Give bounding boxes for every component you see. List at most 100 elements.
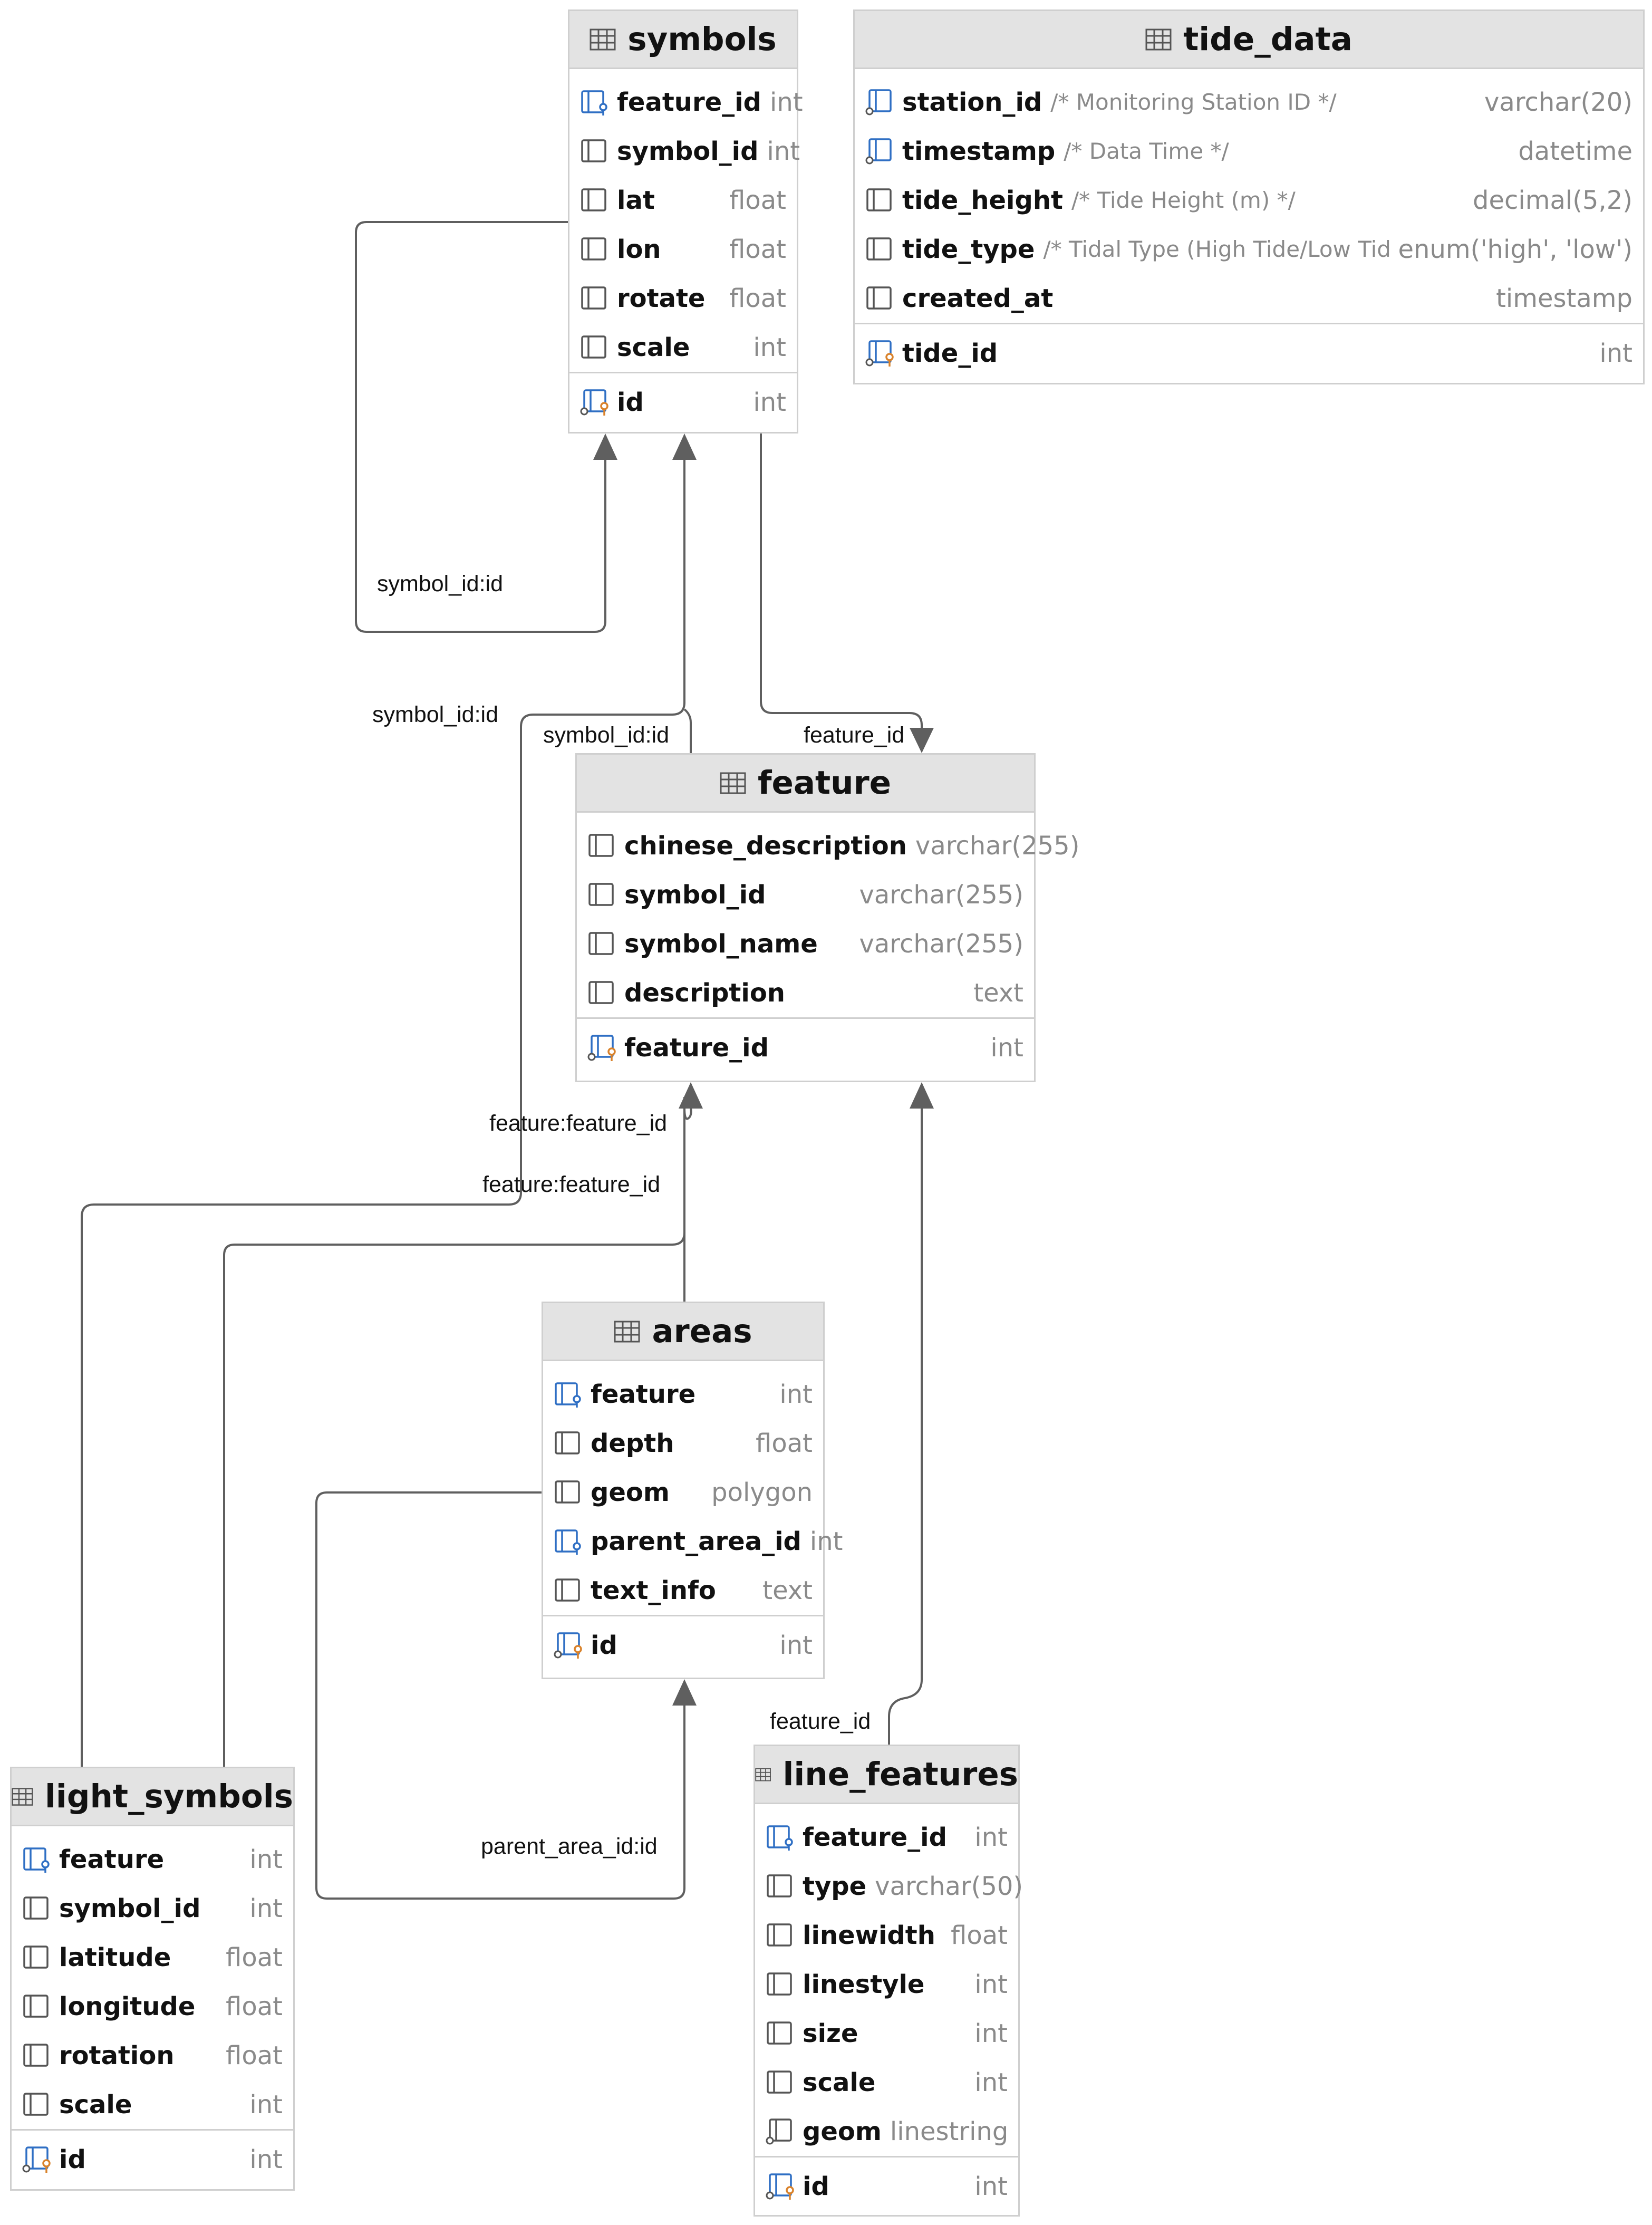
primary-key-column-icon	[766, 2173, 794, 2200]
edge-light-symbols-to-symbols[interactable]	[81, 446, 685, 1767]
edge-feature-to-symbols[interactable]	[683, 708, 692, 753]
column-row[interactable]: symbol_id int	[12, 1884, 293, 1933]
edge-line-features-to-feature[interactable]	[888, 1097, 923, 1745]
primary-key-row[interactable]: id int	[12, 2135, 293, 2184]
column-type: int	[990, 1033, 1023, 1063]
column-row[interactable]: feature int	[12, 1835, 293, 1884]
column-name: id	[59, 2144, 86, 2174]
table-icon	[614, 1321, 640, 1342]
table-name: tide_data	[1183, 21, 1352, 58]
column-row[interactable]: description text	[577, 968, 1034, 1017]
table-header[interactable]: light_symbols	[12, 1768, 293, 1826]
edge-symbols-self[interactable]	[355, 221, 606, 633]
column-row[interactable]: lat float	[569, 176, 797, 225]
table-header[interactable]: line_features	[755, 1746, 1018, 1804]
column-type: varchar(255)	[859, 929, 1023, 959]
column-row[interactable]: feature_id int	[569, 78, 803, 127]
column-type: float	[756, 1428, 813, 1458]
column-row[interactable]: rotate float	[569, 274, 797, 323]
column-row[interactable]: linestyle int	[755, 1960, 1018, 2009]
column-type: float	[729, 283, 786, 313]
edge-label: symbol_id:id	[543, 723, 669, 748]
column-name: lat	[617, 185, 655, 215]
table-icon	[590, 28, 616, 50]
column-row[interactable]: scale int	[755, 2058, 1018, 2107]
column-row[interactable]: created_at timestamp	[855, 274, 1643, 323]
table-name: line_features	[782, 1756, 1018, 1793]
indexed-column-icon	[865, 89, 892, 115]
table-feature[interactable]: feature chinese_description varchar(255)…	[575, 753, 1079, 1082]
column-name: latitude	[59, 1942, 171, 1972]
column-type: datetime	[1518, 136, 1632, 166]
column-name: lon	[617, 234, 661, 264]
table-header[interactable]: symbols	[569, 11, 797, 69]
edge-light-symbols-to-feature[interactable]	[223, 1094, 692, 1767]
edge-label: symbol_id:id	[372, 702, 498, 727]
column-row[interactable]: type varchar(50)	[755, 1862, 1023, 1911]
column-type: int	[974, 2018, 1008, 2048]
column-row[interactable]: size int	[755, 2009, 1018, 2058]
column-row[interactable]: symbol_id int	[569, 127, 800, 176]
column-row[interactable]: longitude float	[12, 1982, 293, 2031]
primary-key-row[interactable]: id int	[569, 378, 797, 427]
foreign-key-column-icon	[23, 1847, 50, 1873]
table-name: feature	[757, 764, 892, 802]
column-name: feature_id	[803, 1822, 947, 1852]
table-tide-data[interactable]: tide_data station_id /* Monitoring Stati…	[853, 9, 1645, 384]
edge-label: parent_area_id:id	[481, 1834, 658, 1859]
primary-key-row[interactable]: feature_id int	[577, 1023, 1034, 1072]
column-type: timestamp	[1496, 283, 1632, 313]
table-line-features[interactable]: line_features feature_id int type varcha…	[753, 1745, 1023, 2217]
column-row[interactable]: tide_type /* Tidal Type (High Tide/Low T…	[855, 225, 1643, 274]
column-row[interactable]: lon float	[569, 225, 797, 274]
primary-key-row[interactable]: id int	[755, 2162, 1018, 2211]
arrow-head	[593, 434, 617, 460]
column-row[interactable]: tide_height /* Tide Height (m) */ decima…	[855, 176, 1643, 225]
table-header[interactable]: feature	[577, 755, 1034, 813]
column-row[interactable]: station_id /* Monitoring Station ID */ v…	[855, 78, 1643, 127]
column-comment: /* Tide Height (m) */	[1071, 187, 1296, 213]
column-row[interactable]: parent_area_id int	[543, 1517, 843, 1566]
column-type: float	[729, 185, 786, 215]
column-row[interactable]: symbol_id varchar(255)	[577, 870, 1034, 919]
column-row[interactable]: symbol_name varchar(255)	[577, 919, 1034, 968]
table-light-symbols[interactable]: light_symbols feature int symbol_id int …	[10, 1767, 295, 2191]
column-row[interactable]: feature int	[543, 1370, 823, 1419]
column-type: text	[762, 1575, 813, 1605]
edge-symbols-to-feature[interactable]	[760, 434, 923, 738]
column-icon	[866, 188, 892, 211]
column-icon	[866, 237, 892, 261]
column-row[interactable]: scale int	[569, 323, 797, 372]
column-row[interactable]: linewidth float	[755, 1911, 1018, 1960]
primary-key-column-icon	[587, 1034, 616, 1061]
primary-key-row[interactable]: id int	[543, 1621, 823, 1670]
column-row[interactable]: geom linestring	[755, 2107, 1018, 2156]
table-symbols[interactable]: symbols feature_id int symbol_id int lat…	[568, 9, 803, 434]
edge-areas-self[interactable]	[315, 1491, 685, 1900]
table-header[interactable]: tide_data	[855, 11, 1643, 69]
column-name: tide_type	[902, 234, 1035, 264]
column-row[interactable]: latitude float	[12, 1933, 293, 1982]
column-type: varchar(255)	[915, 831, 1080, 861]
arrow-head	[672, 434, 697, 460]
column-name: scale	[59, 2089, 132, 2120]
foreign-key-column-icon	[555, 1529, 581, 1555]
column-row[interactable]: geom polygon	[543, 1468, 823, 1517]
column-row[interactable]: chinese_description varchar(255)	[577, 821, 1079, 870]
column-row[interactable]: feature_id int	[755, 1813, 1018, 1862]
column-type: int	[974, 2067, 1008, 2097]
column-name: geom	[803, 2116, 882, 2146]
table-areas[interactable]: areas feature int depth float geom polyg…	[542, 1302, 843, 1679]
column-row[interactable]: timestamp /* Data Time */ datetime	[855, 127, 1643, 176]
column-row[interactable]: rotation float	[12, 2031, 293, 2080]
primary-key-row[interactable]: tide_id int	[855, 329, 1643, 378]
edge-label: feature_id	[804, 723, 905, 748]
foreign-key-column-icon	[767, 1825, 793, 1851]
column-row[interactable]: text_info text	[543, 1566, 823, 1615]
foreign-key-column-icon	[555, 1382, 581, 1408]
column-name: id	[617, 387, 644, 417]
column-row[interactable]: depth float	[543, 1419, 823, 1468]
table-header[interactable]: areas	[543, 1303, 823, 1361]
column-name: feature	[59, 1844, 165, 1874]
column-row[interactable]: scale int	[12, 2080, 293, 2129]
